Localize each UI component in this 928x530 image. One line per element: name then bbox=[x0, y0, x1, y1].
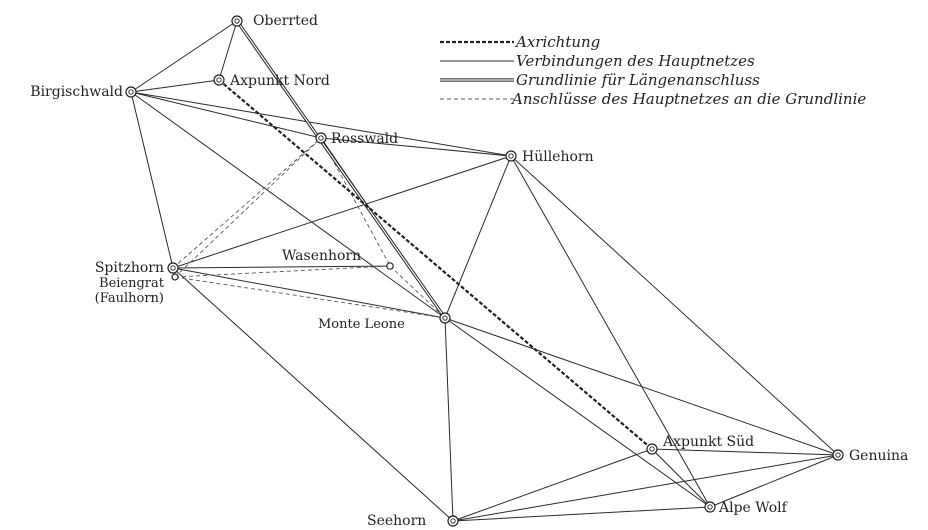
conn-beiengrat-rosswald bbox=[174, 137, 322, 278]
station-seehorn bbox=[447, 515, 459, 527]
conn-beiengrat-wasenhorn bbox=[174, 265, 391, 278]
label-monte-leone: Monte Leone bbox=[318, 317, 405, 332]
label-wasenhorn: Wasenhorn bbox=[282, 248, 361, 264]
legend: Axrichtung Verbindungen des Hauptnetzes … bbox=[440, 33, 866, 108]
line-monte-leone-alpe-wolf bbox=[444, 317, 711, 508]
line-birgischwald-monte-leone bbox=[130, 91, 446, 319]
label-axpunkt-sued: Axpunkt Süd bbox=[662, 434, 754, 450]
station-birgischwald bbox=[125, 86, 137, 98]
legend-item-connections: Anschlüsse des Hauptnetzes an die Grundl… bbox=[440, 90, 866, 108]
line-spitzhorn-seehorn bbox=[172, 267, 454, 522]
line-seehorn-alpe-wolf bbox=[452, 506, 711, 522]
line-huellehorn-genuina bbox=[510, 155, 839, 456]
line-monte-leone-genuina bbox=[444, 317, 839, 456]
baseline-line bbox=[235, 20, 447, 319]
line-birgischwald-rosswald bbox=[130, 91, 322, 139]
line-birgischwald-axpunkt-nord bbox=[130, 79, 220, 93]
line-seehorn-axpunkt-sued bbox=[452, 448, 653, 522]
line-birgischwald-oberrted bbox=[130, 20, 238, 93]
line-monte-leone-seehorn bbox=[444, 317, 454, 522]
station-huellehorn bbox=[505, 150, 517, 162]
label-huellehorn: Hüllehorn bbox=[522, 149, 594, 165]
station-wasenhorn bbox=[386, 262, 394, 270]
line-spitzhorn-monte-leone bbox=[172, 267, 446, 319]
station-monte-leone bbox=[439, 312, 451, 324]
station-axpunkt-sued bbox=[646, 443, 658, 455]
legend-item-baseline: Grundlinie für Längenanschluss bbox=[440, 71, 760, 89]
station-markers bbox=[125, 15, 844, 527]
label-birgischwald: Birgischwald bbox=[30, 84, 123, 100]
main-network-lines bbox=[130, 20, 839, 522]
label-axpunkt-nord: Axpunkt Nord bbox=[229, 73, 330, 89]
station-rosswald bbox=[315, 132, 327, 144]
conn-beiengrat-monte-leone bbox=[174, 276, 446, 319]
station-genuina bbox=[832, 449, 844, 461]
legend-label-baseline: Grundlinie für Längenanschluss bbox=[516, 71, 760, 89]
legend-label-main-network: Verbindungen des Hauptnetzes bbox=[516, 52, 755, 70]
line-spitzhorn-huellehorn bbox=[172, 155, 512, 269]
line-genuina-alpe-wolf bbox=[709, 454, 839, 508]
conn-wasenhorn-monte-leone bbox=[389, 265, 446, 319]
line-axpunkt-sued-genuina bbox=[651, 448, 839, 456]
label-seehorn: Seehorn bbox=[367, 513, 426, 529]
legend-item-axis: Axrichtung bbox=[440, 33, 600, 51]
station-spitzhorn bbox=[167, 262, 179, 274]
label-genuina: Genuina bbox=[849, 448, 908, 464]
station-oberrted bbox=[231, 15, 243, 27]
line-huellehorn-monte-leone bbox=[444, 155, 512, 319]
station-beiengrat bbox=[171, 273, 179, 281]
line-rosswald-huellehorn bbox=[320, 137, 512, 157]
line-birgischwald-spitzhorn bbox=[130, 91, 174, 269]
label-beiengrat: Beiengrat bbox=[99, 276, 165, 291]
line-oberrted-axpunkt-nord bbox=[218, 20, 238, 81]
legend-label-axis: Axrichtung bbox=[514, 33, 600, 51]
station-labels: Oberrted Axpunkt Nord Birgischwald Rossw… bbox=[30, 13, 908, 529]
label-rosswald: Rosswald bbox=[331, 131, 398, 147]
legend-label-connections: Anschlüsse des Hauptnetzes an die Grundl… bbox=[510, 90, 866, 108]
line-spitzhorn-wasenhorn bbox=[172, 265, 391, 269]
label-oberrted: Oberrted bbox=[253, 13, 318, 29]
station-alpe-wolf bbox=[704, 501, 716, 513]
label-alpe-wolf: Alpe Wolf bbox=[718, 500, 789, 516]
conn-spitzhorn-rosswald bbox=[172, 137, 322, 269]
legend-item-main-network: Verbindungen des Hauptnetzes bbox=[440, 52, 755, 70]
line-axpunkt-sued-alpe-wolf bbox=[651, 448, 711, 508]
label-spitzhorn: Spitzhorn bbox=[95, 260, 164, 276]
line-seehorn-genuina bbox=[452, 454, 839, 522]
baseline-connection-lines bbox=[172, 137, 446, 319]
line-huellehorn-alpe-wolf bbox=[510, 155, 711, 508]
station-axpunkt-nord bbox=[213, 74, 225, 86]
label-faulhorn: (Faulhorn) bbox=[95, 291, 164, 306]
axis-direction-line bbox=[218, 79, 653, 450]
line-birgischwald-huellehorn bbox=[130, 91, 512, 157]
